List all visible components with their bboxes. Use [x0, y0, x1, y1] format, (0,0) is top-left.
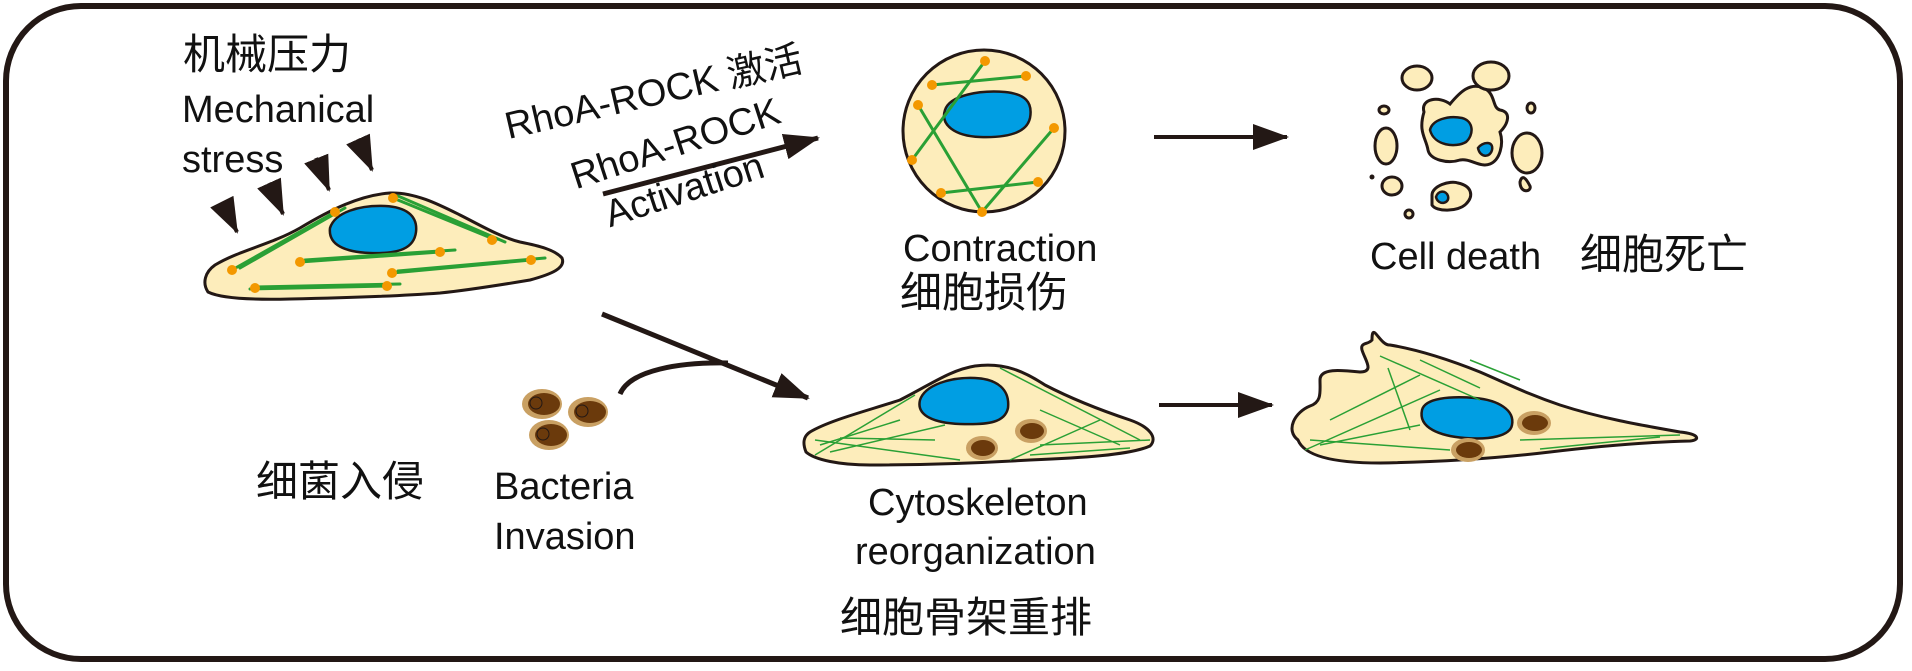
bacterium	[1517, 411, 1551, 435]
apoptotic-body	[1518, 176, 1532, 193]
stress-arrows	[210, 133, 374, 234]
mechanical-stress-label-line2: stress	[182, 139, 284, 181]
actin-fibers	[910, 59, 1056, 214]
cell-death-label: Cell death	[1370, 236, 1542, 278]
fragment-nucleus-small	[1434, 190, 1450, 205]
bacterium	[1015, 419, 1047, 443]
rhoa-rock-arrow	[602, 133, 820, 197]
bacteria-group	[522, 389, 608, 450]
apoptotic-body	[1471, 60, 1511, 92]
dying-cell	[1369, 60, 1544, 220]
invasion-arrow	[601, 311, 810, 401]
apoptotic-body	[1510, 131, 1544, 175]
infected-cell	[802, 363, 1155, 467]
stress-arrow-icon	[304, 153, 331, 192]
actin-fibers	[1304, 355, 1681, 451]
mechanical-stress-label-line1: Mechanical	[182, 89, 375, 131]
contraction-label: Contraction	[903, 228, 1098, 270]
bacterium	[568, 397, 608, 427]
cytoskeleton-label-line2: reorganization	[855, 531, 1096, 573]
nucleus	[328, 204, 418, 255]
stress-arrow-icon	[210, 195, 239, 234]
bacterium	[522, 389, 562, 419]
actin-fibers	[230, 194, 547, 291]
focal-adhesions	[907, 56, 1059, 217]
apoptotic-body	[1380, 175, 1404, 197]
cell-death-zh-label: 细胞死亡	[1580, 230, 1749, 279]
bacterium	[529, 420, 569, 450]
nucleus	[942, 90, 1032, 139]
bacterium	[1451, 438, 1485, 462]
nucleus	[918, 376, 1010, 426]
diagram-frame	[3, 3, 1903, 662]
reorganized-cell	[1290, 330, 1699, 465]
apoptotic-body	[1400, 64, 1434, 92]
invasion-curve	[617, 360, 729, 396]
apoptotic-body	[1377, 104, 1391, 116]
nucleus	[1420, 396, 1514, 440]
bacteria-invasion-label-line1: Bacteria	[494, 466, 634, 508]
apoptotic-body	[1525, 101, 1537, 115]
contracted-cell	[901, 48, 1067, 217]
cytoskeleton-label-line1: Cytoskeleton	[868, 482, 1088, 524]
actin-fibers	[814, 367, 1151, 461]
mechanical-stress-zh-label: 机械压力	[183, 30, 352, 79]
stress-arrow-icon	[257, 177, 285, 216]
apoptotic-body	[1403, 208, 1415, 220]
fragment-nucleus-small	[1476, 141, 1494, 157]
debris	[1369, 174, 1375, 180]
fragment-nucleus	[1428, 115, 1473, 147]
stressed-cell	[203, 191, 565, 301]
bacteria-invasion-zh-label: 细菌入侵	[256, 457, 425, 506]
cytoskeleton-zh-label: 细胞骨架重排	[840, 593, 1093, 642]
stress-arrow-icon	[346, 133, 374, 172]
focal-adhesions	[227, 193, 536, 293]
bacterium	[966, 436, 998, 460]
contraction-zh-label: 细胞损伤	[900, 268, 1069, 317]
bacteria-invasion-label-line2: Invasion	[494, 516, 636, 558]
apoptotic-body	[1373, 126, 1399, 166]
